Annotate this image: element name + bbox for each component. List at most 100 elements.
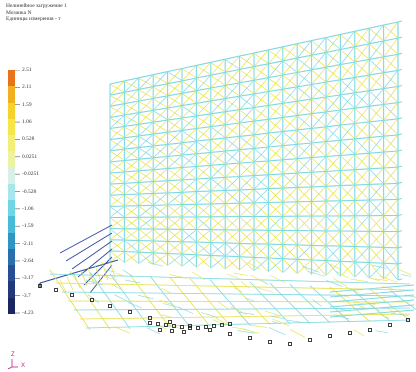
- diagonal-brace: [211, 178, 225, 191]
- support-node: [204, 325, 208, 329]
- diagonal-brace: [369, 232, 383, 247]
- diagonal-brace: [168, 254, 182, 265]
- color-scale-segment: [8, 183, 15, 201]
- horizontal-beam: [311, 81, 327, 86]
- diagonal-brace: [139, 111, 153, 124]
- diagonal-brace: [153, 254, 167, 264]
- floor-brace: [85, 279, 103, 286]
- diagonal-brace: [110, 149, 124, 162]
- horizontal-beam: [282, 186, 298, 189]
- diagonal-brace: [211, 230, 225, 242]
- diagonal-brace: [197, 256, 211, 267]
- diagonal-brace: [384, 55, 398, 72]
- diagonal-brace: [139, 182, 153, 194]
- horizontal-beam: [109, 125, 125, 130]
- diagonal-brace: [297, 216, 311, 230]
- support-node: [220, 323, 224, 327]
- horizontal-beam: [282, 57, 298, 62]
- color-scale-segment: [8, 86, 15, 103]
- color-scale-segment: [8, 135, 15, 152]
- horizontal-beam: [354, 58, 370, 63]
- diagonal-brace: [369, 105, 383, 122]
- floor-brace: [375, 330, 389, 334]
- floor-brace: [201, 312, 219, 318]
- horizontal-beam: [225, 55, 240, 60]
- diagonal-brace: [326, 50, 340, 67]
- diagonal-brace: [369, 216, 383, 231]
- diagonal-brace: [197, 114, 211, 128]
- diagonal-brace: [341, 201, 355, 216]
- units-title: Единицы измерения - т: [6, 16, 61, 23]
- diagonal-brace: [182, 78, 196, 93]
- floor-brace: [192, 271, 206, 281]
- edge-beam: [397, 133, 403, 136]
- diagonal-brace: [326, 125, 340, 141]
- support-node: [180, 325, 184, 329]
- diagonal-brace: [326, 141, 340, 156]
- diagonal-brace: [384, 38, 398, 57]
- floor-brace: [125, 279, 141, 284]
- diagonal-brace: [341, 170, 355, 185]
- support-node: [70, 293, 74, 297]
- horizontal-beam: [138, 74, 154, 79]
- diagonal-brace: [384, 200, 398, 215]
- diagonal-brace: [240, 190, 254, 203]
- support-node: [208, 328, 212, 332]
- diagonal-brace: [125, 90, 139, 103]
- horizontal-beam: [311, 96, 327, 100]
- diagonal-brace: [182, 205, 196, 217]
- edge-beam: [397, 165, 403, 168]
- horizontal-beam: [383, 85, 399, 90]
- color-scale-segment: [8, 167, 15, 184]
- horizontal-beam: [268, 145, 283, 148]
- diagonal-brace: [240, 176, 254, 190]
- color-scale-value: 1.59: [22, 101, 32, 108]
- horizontal-beam: [153, 192, 168, 194]
- diagonal-brace: [211, 243, 225, 255]
- floor-brace: [250, 274, 266, 283]
- left-extension-frame: [39, 224, 119, 294]
- diagonal-brace: [211, 59, 225, 75]
- diagonal-brace: [125, 218, 139, 229]
- floor-brace: [161, 314, 171, 318]
- horizontal-beam: [311, 185, 327, 188]
- color-scale-value: -2.11: [22, 240, 34, 247]
- diagonal-brace: [110, 252, 124, 262]
- horizontal-beam: [311, 126, 327, 129]
- horizontal-beam: [167, 154, 183, 158]
- diagonal-brace: [384, 22, 398, 41]
- diagonal-brace: [369, 248, 383, 262]
- horizontal-beam: [239, 188, 255, 191]
- diagonal-brace: [153, 120, 167, 134]
- floor-brace: [115, 272, 125, 277]
- horizontal-beam: [253, 49, 269, 54]
- horizontal-beam: [167, 105, 183, 109]
- horizontal-beam: [282, 258, 298, 260]
- horizontal-beam: [225, 149, 240, 152]
- support-node: [90, 298, 94, 302]
- horizontal-beam: [138, 251, 154, 254]
- horizontal-beam: [311, 36, 327, 42]
- horizontal-beam: [153, 155, 168, 159]
- floor-brace: [257, 287, 274, 293]
- diagonal-brace: [240, 53, 254, 69]
- diagonal-brace: [197, 230, 211, 242]
- diagonal-brace: [211, 138, 225, 152]
- diagonal-brace: [110, 184, 124, 195]
- diagonal-brace: [125, 78, 139, 92]
- edge-beam: [397, 149, 403, 152]
- diagonal-brace: [341, 78, 355, 95]
- support-node: [196, 326, 200, 330]
- edge-beam: [397, 84, 403, 88]
- diagonal-brace: [326, 246, 340, 260]
- diagonal-brace: [369, 73, 383, 90]
- diagonal-brace: [326, 156, 340, 171]
- horizontal-beam: [181, 102, 197, 107]
- floor-brace: [249, 325, 268, 328]
- support-node: [38, 284, 42, 288]
- floor-beam: [329, 286, 371, 322]
- diagonal-brace: [125, 252, 139, 263]
- color-scale-segment: [8, 200, 15, 217]
